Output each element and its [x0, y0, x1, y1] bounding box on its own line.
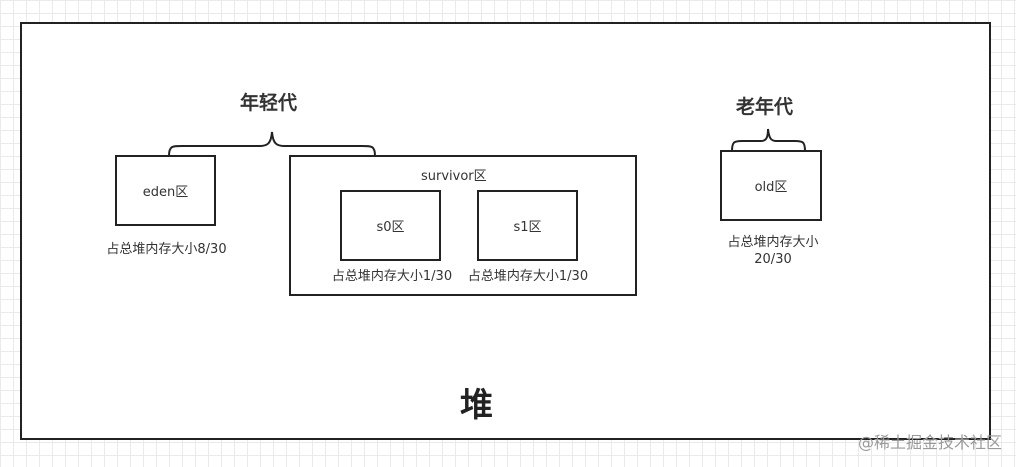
eden-caption: 占总堆内存大小8/30 [106, 242, 227, 257]
watermark: @稀土掘金技术社区 [857, 433, 1002, 452]
old-generation-title: 老年代 [736, 96, 794, 118]
eden-box: eden区 [115, 155, 216, 226]
young-generation-brace [168, 131, 376, 157]
eden-label: eden区 [142, 185, 189, 200]
old-box: old区 [720, 150, 822, 221]
s0-box: s0区 [340, 190, 441, 261]
s0-label: s0区 [376, 220, 405, 235]
old-generation-brace [731, 128, 806, 152]
old-label: old区 [754, 180, 788, 195]
s1-caption: 占总堆内存大小1/30 [467, 269, 589, 284]
s0-caption: 占总堆内存大小1/30 [331, 269, 453, 284]
old-caption-line2: 20/30 [754, 252, 792, 267]
s1-box: s1区 [477, 190, 578, 261]
old-caption-line1: 占总堆内存大小 [727, 235, 819, 250]
survivor-label: survivor区 [421, 169, 487, 184]
young-generation-title: 年轻代 [240, 92, 298, 114]
heap-title: 堆 [460, 385, 493, 424]
s1-label: s1区 [513, 220, 542, 235]
